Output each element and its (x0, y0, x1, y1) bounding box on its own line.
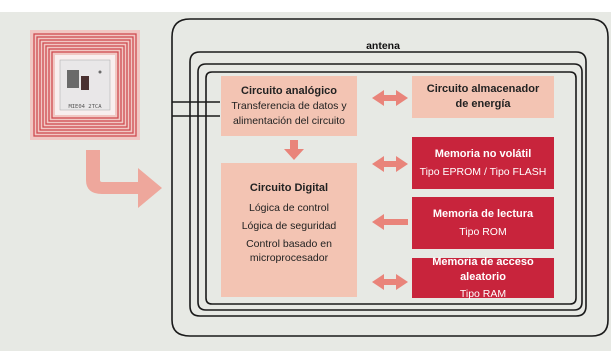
analog-circuit-box: Circuito analógico Transferencia de dato… (221, 76, 357, 136)
analog-circuit-line-1: Transferencia de datos y (231, 99, 347, 112)
analog-storage-arrow (372, 90, 408, 106)
ram-memory-box: Memoria de acceso aleatorio Tipo RAM (412, 255, 554, 300)
digital-circuit-line-1: Lógica de control (249, 202, 329, 214)
rfid-tag-image: MIE04 2TCA (30, 30, 140, 140)
nonvolatile-memory-box: Memoria no volátil Tipo EPROM / Tipo FLA… (412, 137, 554, 189)
energy-storage-box: Circuito almacenador de energía (412, 76, 554, 118)
energy-storage-line-1: Circuito almacenador (426, 83, 540, 95)
digital-circuit-box: Circuito Digital Lógica de control Lógic… (221, 163, 357, 297)
top-strip (0, 0, 611, 12)
rom-to-digital-arrow (372, 214, 408, 230)
digital-circuit-line-3: Control basado en (246, 238, 332, 250)
antenna-loop-outer (171, 18, 609, 337)
ram-memory-type: Tipo RAM (459, 287, 507, 300)
antenna-loop-4 (205, 71, 577, 305)
nonvolatile-memory-type: Tipo EPROM / Tipo FLASH (419, 165, 547, 178)
read-memory-type: Tipo ROM (459, 225, 507, 238)
read-memory-title: Memoria de lectura (432, 207, 534, 220)
digital-ram-arrow (372, 274, 408, 290)
analog-circuit-line-2: alimentación del circuito (232, 114, 346, 127)
digital-circuit-line-2: Lógica de seguridad (241, 220, 337, 232)
digital-nonvolatile-arrow (372, 156, 408, 172)
nonvolatile-memory-title: Memoria no volátil (434, 147, 532, 160)
tag-to-circuit-arrow (70, 150, 162, 208)
ram-memory-title: Memoria de acceso aleatorio (432, 255, 534, 283)
digital-circuit-title: Circuito Digital (249, 182, 329, 194)
read-memory-box: Memoria de lectura Tipo ROM (412, 197, 554, 249)
analog-circuit-title: Circuito analógico (241, 84, 337, 97)
analog-to-digital-arrow (284, 140, 304, 160)
antenna-label: antena (366, 40, 400, 52)
svg-text:MIE04 2TCA: MIE04 2TCA (68, 104, 102, 110)
energy-storage-line-2: de energía (455, 98, 511, 110)
antenna-loop-2 (189, 51, 587, 317)
digital-circuit-line-4: microprocesador (249, 252, 329, 264)
antenna-loop-3 (197, 63, 583, 311)
